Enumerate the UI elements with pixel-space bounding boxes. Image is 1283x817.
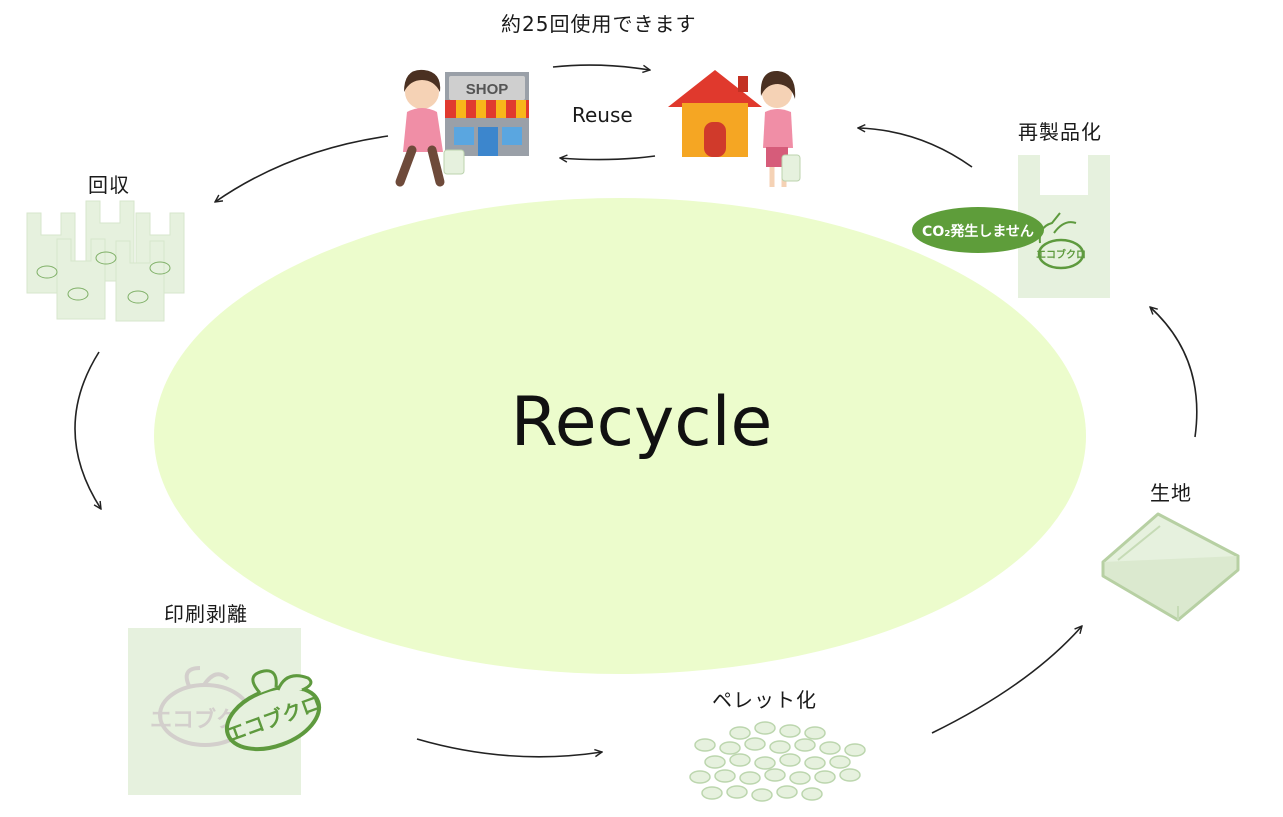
pellet-label: ペレット化: [712, 688, 817, 712]
reuse-label: Reuse: [572, 103, 633, 127]
shop-sign: SHOP: [466, 81, 509, 98]
uses-count-label: 約25回使用できます: [501, 12, 697, 36]
pellets-illustration: [689, 721, 866, 802]
center-title: Recycle: [510, 383, 773, 462]
center-ellipse: [154, 198, 1086, 674]
remanufacture-label: 再製品化: [1018, 120, 1102, 144]
print-removal-illustration: エコブクロ エコブクロ: [128, 628, 324, 795]
arrow-collect-to-print: [74, 351, 101, 509]
remanufactured-bag-illustration: エコブクロ: [1018, 155, 1110, 298]
co2-badge: CO₂発生しません: [912, 207, 1044, 253]
collect-label: 回収: [88, 173, 130, 197]
shopper-walking-figure: [395, 69, 465, 187]
print-removal-label: 印刷剥離: [164, 602, 248, 626]
co2-badge-text: CO₂発生しません: [922, 223, 1034, 240]
fabric-illustration: [1101, 512, 1240, 622]
shop-illustration: SHOP: [445, 72, 529, 156]
collected-bags-illustration: [26, 200, 185, 322]
fabric-label: 生地: [1150, 481, 1192, 505]
arrow-pellet-to-fabric: [931, 626, 1082, 734]
arrow-shop-to-home: [552, 64, 650, 70]
house-illustration: [668, 70, 762, 157]
arrow-to-collect: [215, 135, 389, 202]
bag-logo-text: エコブクロ: [1036, 248, 1086, 261]
resident-figure: [760, 70, 801, 187]
arrow-fabric-to-bag: [1150, 307, 1198, 438]
arrow-print-to-pellet: [416, 738, 602, 758]
arrow-home-to-shop: [560, 156, 656, 160]
arrow-bag-to-home: [858, 128, 973, 168]
